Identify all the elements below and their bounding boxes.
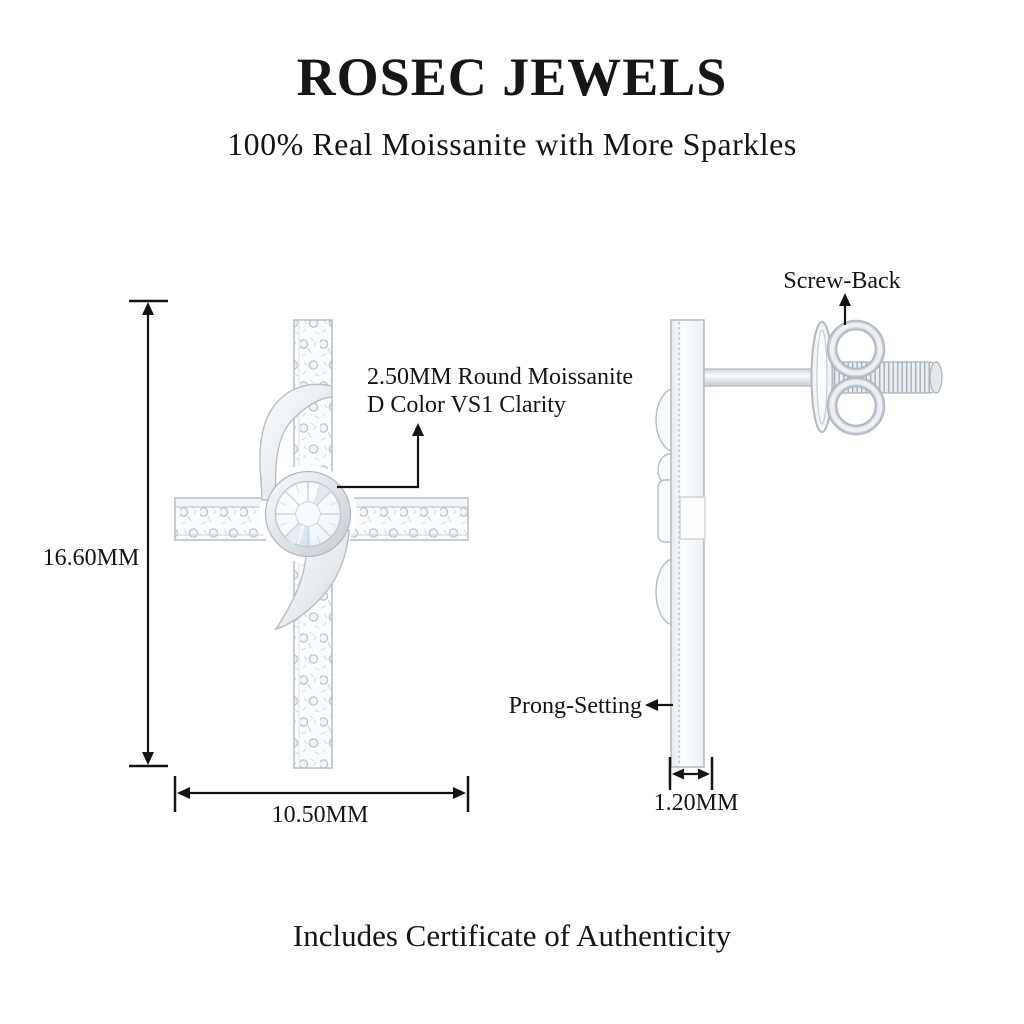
prong-bar bbox=[670, 319, 706, 768]
screw-back-annotation: Screw-Back bbox=[783, 268, 901, 325]
stone-spec-line2: D Color VS1 Clarity bbox=[367, 392, 566, 418]
arrow-left-icon bbox=[672, 768, 684, 780]
stone-spec-arrow bbox=[337, 423, 424, 489]
stone-spec-line1: 2.50MM Round Moissanite bbox=[367, 364, 633, 390]
ear-post bbox=[702, 368, 816, 387]
arrow-left-icon bbox=[177, 787, 190, 799]
height-dimension-label: 16.60MM bbox=[43, 545, 140, 571]
screw-back-nut bbox=[826, 319, 886, 436]
prong-setting-annotation: Prong-Setting bbox=[509, 693, 673, 719]
arrow-up-icon bbox=[412, 423, 424, 436]
prong-setting-arrow bbox=[645, 699, 673, 711]
prong-setting-label: Prong-Setting bbox=[509, 693, 642, 719]
arrow-up-icon bbox=[142, 302, 154, 315]
bezel-swirl-upper bbox=[259, 383, 333, 501]
arrow-right-icon bbox=[698, 768, 710, 780]
screw-back-arrow bbox=[839, 293, 851, 325]
thickness-dimension: 1.20MM bbox=[654, 757, 739, 816]
stone-spec-annotation: 2.50MM Round Moissanite D Color VS1 Clar… bbox=[337, 364, 633, 489]
butterfly-loop-top bbox=[826, 319, 886, 379]
thickness-dimension-label: 1.20MM bbox=[654, 790, 739, 816]
arrow-down-icon bbox=[142, 752, 154, 765]
brand-title: ROSEC JEWELS bbox=[296, 47, 728, 107]
width-dimension-label: 10.50MM bbox=[272, 802, 369, 828]
certificate-note: Includes Certificate of Authenticity bbox=[292, 918, 732, 953]
side-view-earring bbox=[655, 319, 943, 768]
arrow-left-icon bbox=[645, 699, 658, 711]
screw-back-label: Screw-Back bbox=[783, 268, 900, 294]
arrow-up-icon bbox=[839, 293, 851, 306]
brand-tagline: 100% Real Moissanite with More Sparkles bbox=[227, 126, 797, 162]
front-view-earring bbox=[174, 319, 469, 769]
bezel-swirl-lower bbox=[274, 528, 350, 631]
width-dimension: 10.50MM bbox=[173, 776, 470, 828]
arrow-right-icon bbox=[453, 787, 466, 799]
butterfly-loop-bottom bbox=[826, 376, 886, 436]
center-stone bbox=[275, 481, 341, 547]
height-dimension: 16.60MM bbox=[43, 299, 168, 768]
